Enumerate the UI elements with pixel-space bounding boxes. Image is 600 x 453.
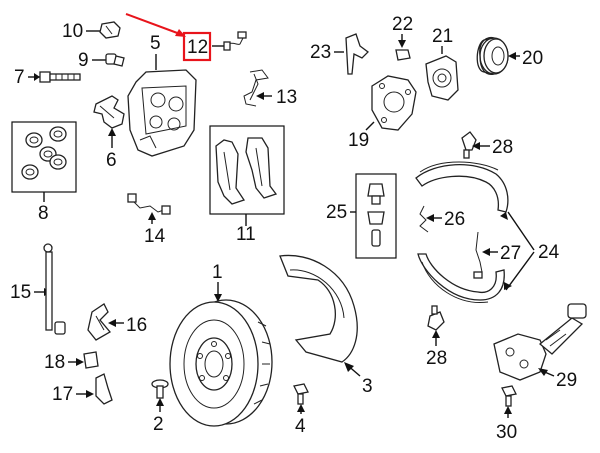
part-25-box [355, 173, 397, 259]
part-10-clip[interactable] [99, 21, 121, 39]
part-4-shield-bolt[interactable] [293, 383, 309, 405]
callout-20: 20 [522, 48, 543, 69]
callout-30: 30 [496, 422, 517, 443]
callout-24: 24 [538, 242, 560, 263]
part-1-brake-rotor[interactable] [169, 299, 273, 427]
callout-23: 23 [310, 42, 331, 63]
part-14-wear-sensor[interactable] [127, 193, 171, 215]
part-13-sensor-wire[interactable] [243, 69, 269, 107]
callout-11: 11 [236, 224, 256, 245]
part-11-brake-pads[interactable] [215, 137, 278, 205]
part-17-bracket[interactable] [95, 373, 113, 405]
part-21-backing-plate[interactable] [425, 55, 459, 101]
callout-13: 13 [276, 87, 297, 108]
part-28-lower-adjuster[interactable] [427, 305, 445, 331]
callout-27: 27 [500, 243, 521, 264]
callout-1: 1 [212, 262, 223, 283]
callout-16: 16 [126, 315, 147, 336]
part-12-wear-sensor[interactable] [212, 31, 247, 51]
part-7-caliper-bolt[interactable] [39, 71, 81, 83]
part-24-parking-brake-shoes[interactable] [415, 161, 509, 303]
callout-19: 19 [348, 130, 369, 151]
callout-4: 4 [295, 416, 306, 437]
callout-18: 18 [44, 352, 65, 373]
callout-9: 9 [78, 50, 89, 71]
part-6-guide-clip[interactable] [93, 95, 125, 129]
callout-8: 8 [38, 203, 49, 224]
highlight-box [182, 31, 212, 62]
callout-29: 29 [556, 370, 577, 391]
part-19-wheel-hub[interactable] [371, 75, 417, 131]
callout-6: 6 [106, 150, 117, 171]
part-23-abs-sensor[interactable] [345, 33, 369, 75]
callout-12: 12 [187, 37, 208, 58]
part-15-guide-pin[interactable] [43, 243, 66, 335]
part-20-wheel-bearing[interactable] [476, 36, 509, 76]
part-11-box [209, 125, 285, 215]
part-25-hardware[interactable] [367, 183, 385, 247]
callout-28-bottom: 28 [426, 348, 447, 369]
part-18-clip[interactable] [83, 351, 99, 369]
part-16-spring-clip[interactable] [87, 303, 111, 341]
part-30-actuator-bolt[interactable] [501, 385, 517, 407]
callout-10: 10 [62, 21, 83, 42]
part-26-return-spring[interactable] [419, 205, 429, 233]
callout-3: 3 [362, 376, 373, 397]
callout-22: 22 [392, 14, 413, 35]
part-3-dust-shield[interactable] [279, 254, 358, 363]
callout-5: 5 [150, 33, 161, 54]
part-8-seal-kit[interactable] [21, 126, 67, 180]
callout-7: 7 [14, 67, 25, 88]
part-27-hold-down-spring[interactable] [473, 231, 483, 279]
part-9-bleeder[interactable] [105, 53, 125, 67]
callout-2: 2 [153, 414, 164, 435]
part-29-parking-brake-actuator[interactable] [493, 303, 587, 381]
part-5-caliper[interactable] [127, 69, 197, 157]
callout-21: 21 [432, 26, 453, 47]
part-22-bolt[interactable] [395, 49, 411, 61]
callout-15: 15 [10, 282, 31, 303]
callout-17: 17 [52, 384, 73, 405]
callout-28-top: 28 [492, 137, 513, 158]
callout-14: 14 [144, 226, 166, 247]
part-2-rotor-screw[interactable] [151, 379, 169, 399]
callout-25: 25 [326, 202, 347, 223]
callout-26: 26 [444, 209, 465, 230]
part-28-upper-adjuster[interactable] [461, 131, 477, 159]
